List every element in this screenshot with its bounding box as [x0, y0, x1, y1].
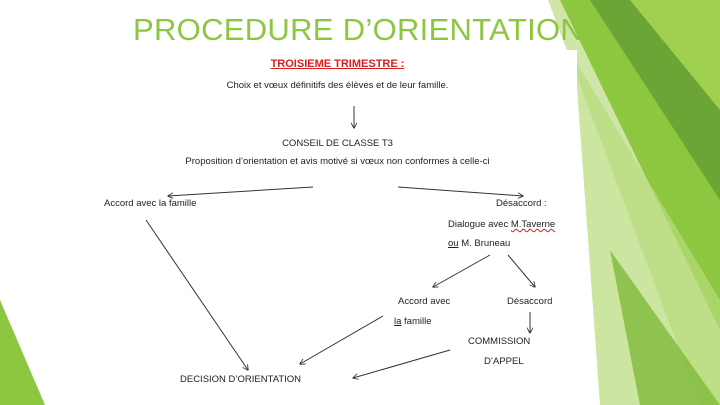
- the-word: la: [394, 316, 402, 327]
- dialogue-line: Dialogue avec M.Taverne: [448, 219, 555, 231]
- dialogue-prefix: Dialogue avec: [448, 219, 511, 230]
- agreement-with-label: Accord avec: [398, 296, 451, 307]
- orientation-proposal: Proposition d’orientation et avis motivé…: [185, 156, 490, 167]
- arrow-accord-to-decision: [145, 219, 248, 370]
- alternate-contact-name: M. Bruneau: [458, 238, 511, 249]
- appeal-commission: COMMISSION: [468, 336, 531, 347]
- arrow-dialogue-to-accord-avec: [433, 254, 491, 287]
- flowchart-panel: TROISIEME TRIMESTRE : Choix et vœux défi…: [98, 50, 577, 385]
- agreement-family: Accord avec la famille: [104, 198, 197, 209]
- flowchart-arrows: [145, 106, 577, 385]
- choice-step: Choix et vœux définitifs des élèves et d…: [226, 80, 449, 91]
- trimester-heading: TROISIEME TRIMESTRE :: [270, 58, 405, 70]
- arrow-conseil-to-accord: [168, 186, 314, 196]
- arrow-dialogue-to-desaccord: [507, 254, 535, 287]
- slide-title: PROCEDURE D’ORIENTATION: [133, 12, 584, 47]
- appeal-label: D’APPEL: [484, 356, 524, 367]
- dialogue-name: M.Taverne: [510, 219, 556, 230]
- alternate-contact-line: ou M. Bruneau: [448, 238, 510, 250]
- the-family-line: la famille: [394, 316, 432, 328]
- arrow-conseil-to-desaccord: [397, 186, 523, 196]
- disagreement-second: Désaccord: [507, 296, 553, 307]
- disagreement: Désaccord :: [496, 198, 547, 209]
- arrow-commission-to-decision: [353, 349, 451, 378]
- or-word: ou: [448, 238, 459, 249]
- arrow-accord-avec-to-decision: [300, 315, 384, 364]
- orientation-decision: DECISION D’ORIENTATION: [180, 374, 302, 385]
- family-word: famille: [401, 316, 432, 327]
- class-council-title: CONSEIL DE CLASSE T3: [282, 138, 393, 149]
